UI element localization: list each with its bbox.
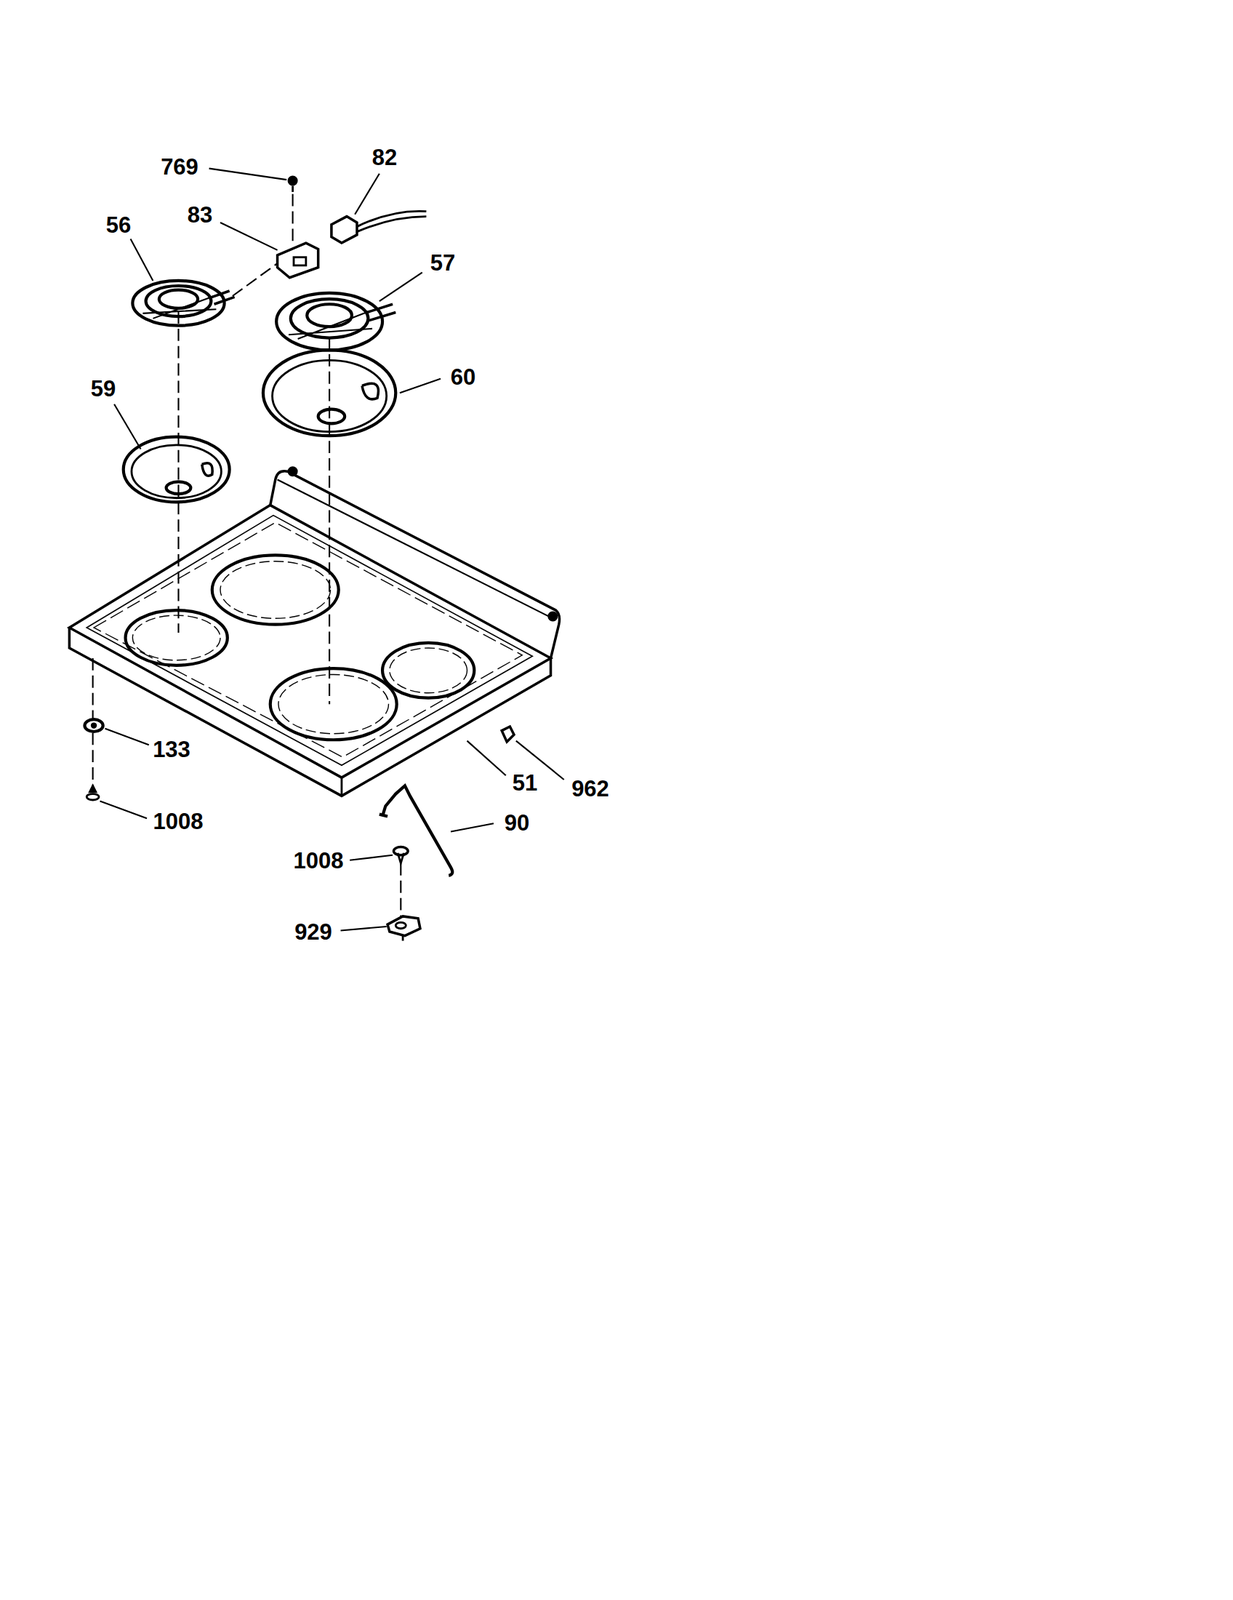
callout-number: 962	[569, 776, 611, 801]
callout-number: 60	[449, 364, 477, 389]
callout-number: 929	[292, 919, 334, 944]
callout-number: 82	[370, 145, 399, 170]
callout-number: 59	[89, 376, 118, 401]
callout-number: 83	[186, 202, 214, 227]
callout-number: 90	[503, 810, 531, 835]
callout-number: 769	[159, 154, 200, 179]
callout-number: 1008	[151, 809, 206, 834]
callout-number: 51	[511, 770, 539, 795]
callout-number: 133	[151, 737, 192, 762]
callout-number: 57	[428, 250, 457, 275]
callout-number: 1008	[292, 848, 346, 873]
callout-number: 56	[104, 213, 133, 238]
